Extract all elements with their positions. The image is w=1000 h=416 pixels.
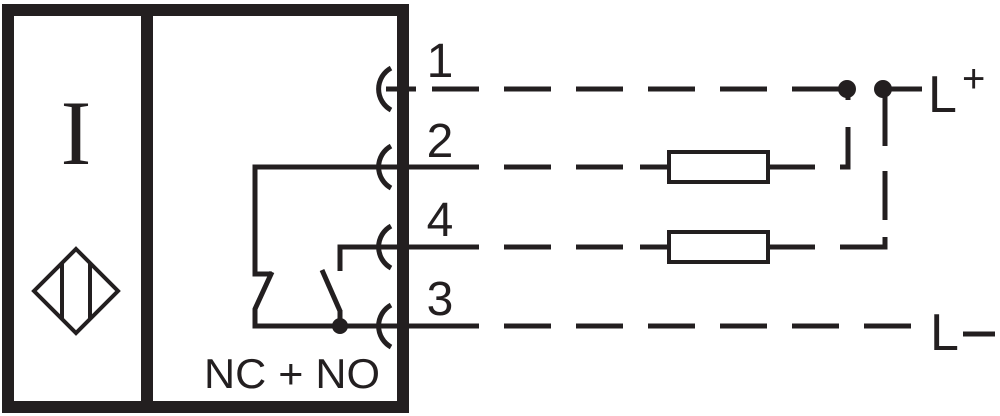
pin-2-label: 2 xyxy=(427,115,454,168)
pin-3-label: 3 xyxy=(427,273,454,326)
sensor-symbol-label: I xyxy=(61,82,92,184)
nc-wire xyxy=(252,164,380,277)
terminal-2-icon xyxy=(376,143,393,191)
load-resistor-2 xyxy=(667,230,770,264)
common-junction-dot xyxy=(332,318,348,334)
output-type-label: NC + NO xyxy=(204,350,380,397)
pin-4-label: 4 xyxy=(427,194,454,247)
no-wire xyxy=(337,244,380,271)
pin-1-label: 1 xyxy=(427,35,454,88)
no-contact xyxy=(319,268,343,313)
inductive-sensor-icon xyxy=(31,246,121,336)
load-resistor-1 xyxy=(667,150,770,184)
wire-load1-return xyxy=(840,127,851,170)
terminal-1-icon xyxy=(376,65,393,113)
positive-rail-sign: + xyxy=(962,57,985,101)
junction-dot-load1 xyxy=(838,80,856,98)
junction-dot-load2 xyxy=(874,80,892,98)
switch-circuit xyxy=(252,164,380,329)
positive-rail-letter: L xyxy=(928,66,957,124)
terminal-4-icon xyxy=(376,223,393,271)
nc-contact xyxy=(252,270,340,329)
sensor-housing xyxy=(2,4,409,413)
negative-rail-letter: L xyxy=(930,304,959,362)
terminal-connectors xyxy=(376,65,432,350)
terminal-3-icon xyxy=(376,302,393,350)
external-wiring xyxy=(432,86,922,329)
